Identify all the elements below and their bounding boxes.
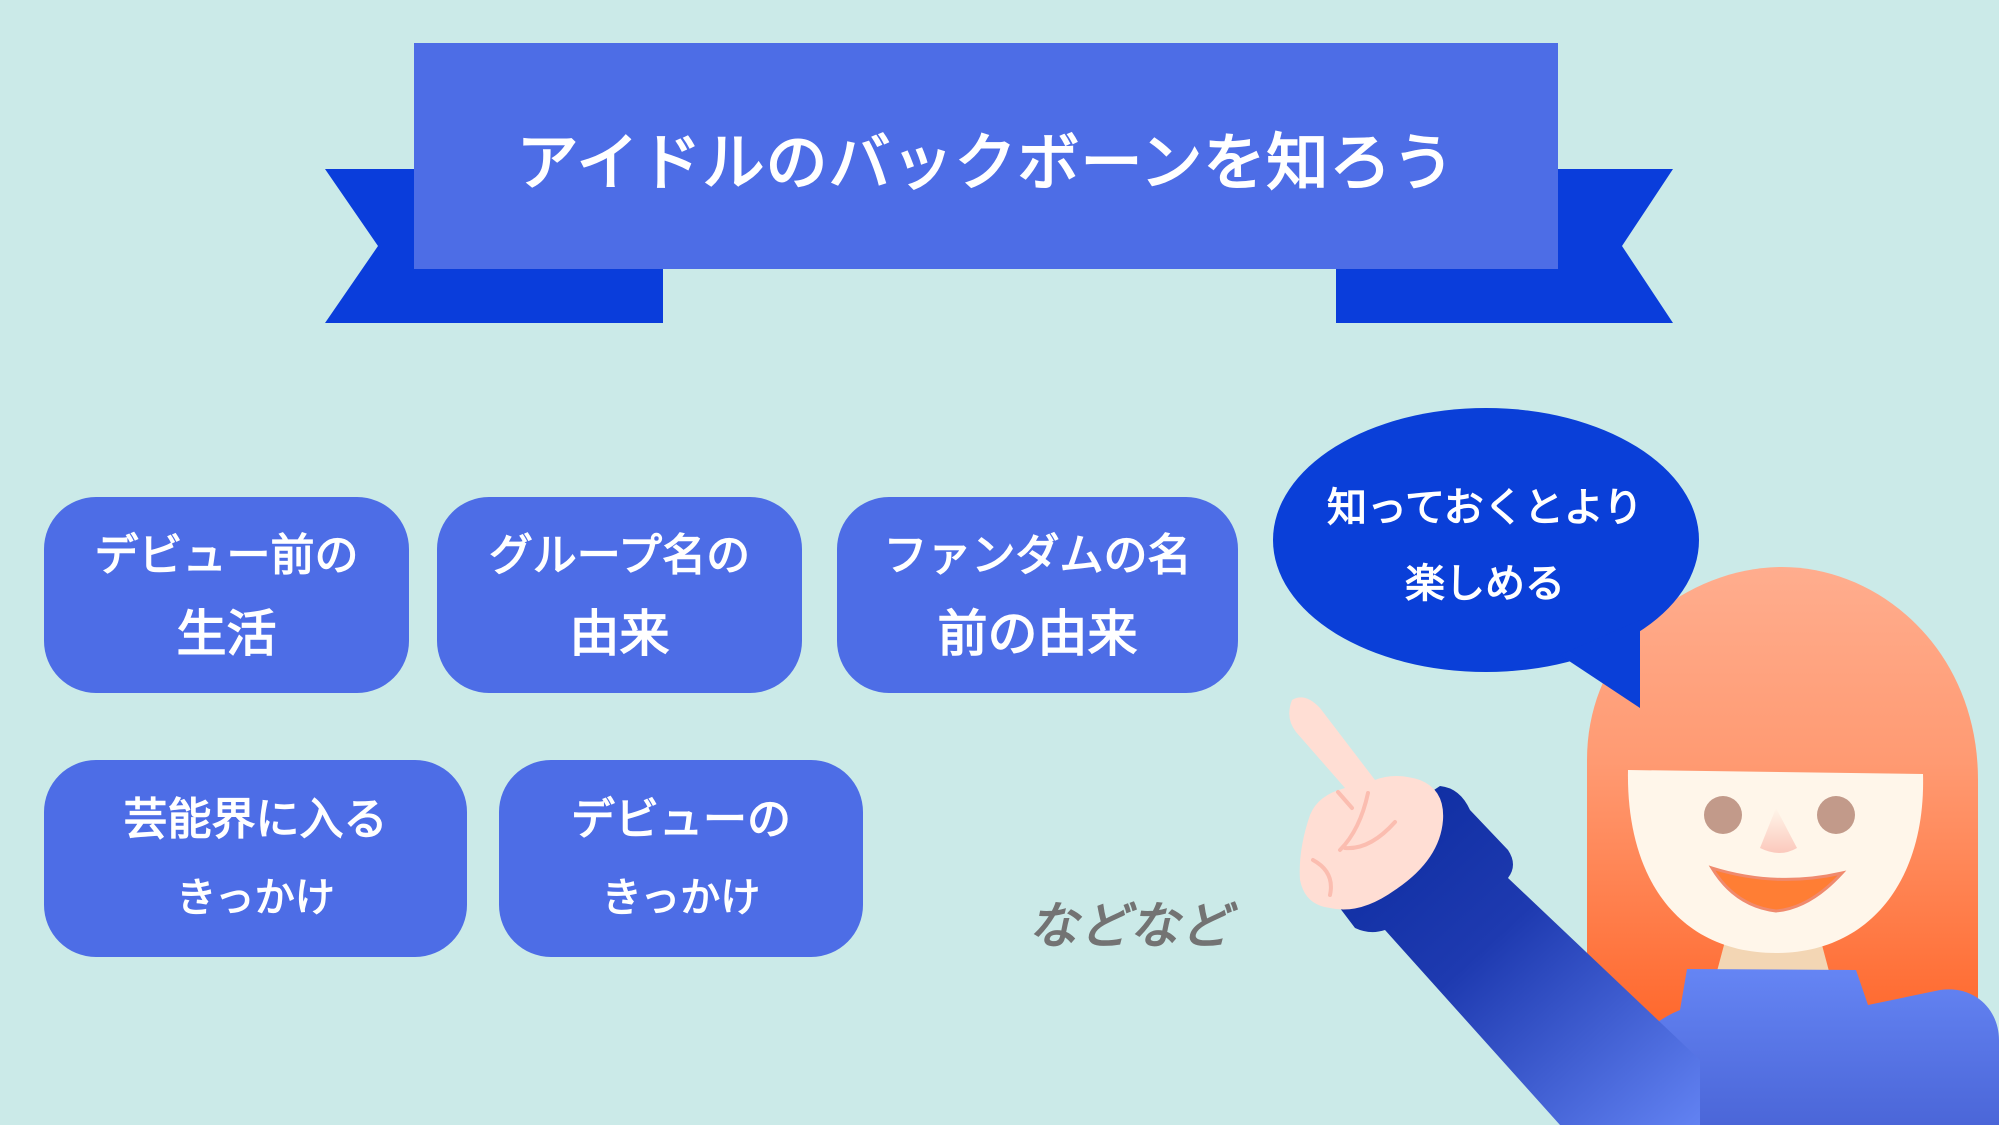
topic-card-pre-debut-life[interactable]: デビュー前の 生活 <box>44 497 409 693</box>
page-title: アイドルのバックボーンを知ろう <box>516 126 1456 199</box>
card-line-2: きっかけ <box>601 874 761 921</box>
card-line-2: 前の由来 <box>937 605 1138 663</box>
knuckle-lines <box>1311 790 1397 897</box>
left-eye <box>1704 796 1742 834</box>
right-eye <box>1817 796 1855 834</box>
topic-card-entering-entertainment[interactable]: 芸能界に入る きっかけ <box>44 760 467 957</box>
etc-label: などなど <box>1028 897 1231 955</box>
mouth-shape <box>1708 865 1847 913</box>
card-line-2: 由来 <box>569 605 670 663</box>
card-line-2: 生活 <box>176 605 277 663</box>
card-line-1: ファンダムの名 <box>883 530 1192 581</box>
card-line-1: 芸能界に入る <box>123 793 388 845</box>
face-shape <box>1627 770 1924 953</box>
card-line-1: グループ名の <box>488 530 751 581</box>
topic-card-fandom-name-origin[interactable]: ファンダムの名 前の由来 <box>837 497 1238 693</box>
shirt-shape <box>1605 969 1999 1125</box>
speech-bubble-text: 知っておくとより 楽しめる <box>1290 470 1680 622</box>
nose-shape <box>1760 808 1797 853</box>
title-banner: アイドルのバックボーンを知ろう <box>414 43 1558 269</box>
topic-card-group-name-origin[interactable]: グループ名の 由来 <box>437 497 802 693</box>
hair-shape <box>1587 567 1978 1125</box>
card-line-2: きっかけ <box>176 874 335 921</box>
neck-shape <box>1716 930 1830 975</box>
bubble-line-1: 知っておくとより <box>1327 485 1643 531</box>
card-line-1: デビューの <box>571 793 791 845</box>
card-line-1: デビュー前の <box>94 530 359 581</box>
bubble-line-2: 楽しめる <box>1405 561 1565 607</box>
sleeve-shape <box>1326 786 1700 1125</box>
topic-card-debut-trigger[interactable]: デビューの きっかけ <box>499 760 863 957</box>
hand-shape <box>1289 697 1444 910</box>
